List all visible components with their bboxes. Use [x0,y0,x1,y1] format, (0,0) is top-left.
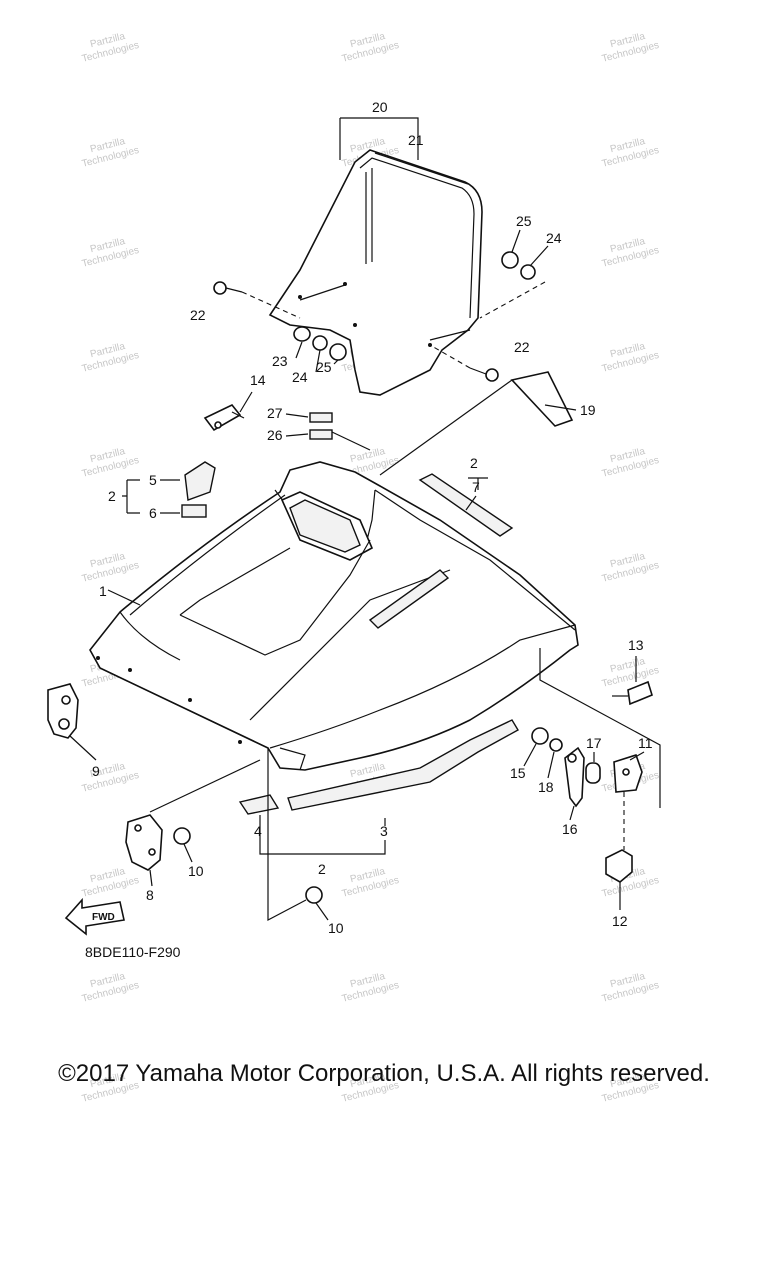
callout-24-left: 24 [292,369,308,385]
callout-6: 6 [149,505,157,521]
callout-21: 21 [408,132,424,148]
callout-8: 8 [146,887,154,903]
pad-5 [184,461,216,501]
pad-27 [309,412,333,423]
knob-12 [605,849,633,883]
callout-16: 16 [562,821,578,837]
grommet-10-top [173,827,191,845]
callout-12: 12 [612,913,628,929]
diagram-code: 8BDE110-F290 [85,944,181,960]
callout-14: 14 [250,372,266,388]
callout-9: 9 [92,763,100,779]
pad-6 [181,504,207,518]
callout-1: 1 [99,583,107,599]
callout-2-left: 2 [108,488,116,504]
callout-4: 4 [254,823,262,839]
callout-22-right: 22 [514,339,530,355]
callout-5: 5 [149,472,157,488]
bolt-22-right [429,344,499,382]
callout-10-top: 10 [188,863,204,879]
callout-10-bottom: 10 [328,920,344,936]
hood-1 [89,461,579,771]
hook-11 [613,754,643,793]
copyright-notice: ©2017 Yamaha Motor Corporation, U.S.A. A… [58,1060,710,1087]
bolt-22-left [213,281,301,319]
callout-25-right: 25 [516,213,532,229]
parts-diagram: 20 21 22 22 23 24 25 25 24 19 14 27 26 [47,99,661,936]
decal-19 [510,371,574,427]
callout-22-left: 22 [190,307,206,323]
callout-23: 23 [272,353,288,369]
strip-7 [418,473,514,537]
callout-17: 17 [586,735,602,751]
callout-20: 20 [372,99,388,115]
latch-9 [47,683,79,739]
callout-26: 26 [267,427,283,443]
callout-25-left: 25 [316,359,332,375]
callout-2-top: 2 [470,455,478,471]
callout-24-right: 24 [546,230,562,246]
nut-25-left [329,343,347,361]
pad-26 [309,429,333,440]
collar-17 [585,762,601,784]
callout-27: 27 [267,405,283,421]
callout-19: 19 [580,402,596,418]
nut-15 [531,727,549,745]
pad-4 [238,794,280,815]
seal-3 [287,719,519,811]
rubber-13 [627,680,653,706]
callout-15: 15 [510,765,526,781]
fwd-label: FWD [92,912,115,923]
nut-24-left [312,335,328,351]
washer-23 [293,326,311,342]
callout-2-bottom: 2 [318,861,326,877]
nut-24-right [520,264,536,280]
callout-11: 11 [638,735,653,751]
callout-3: 3 [380,823,388,839]
hinge-8 [125,814,163,871]
windshield [268,149,483,396]
washer-18 [549,738,563,752]
fwd-arrow-icon: FWD [64,897,125,936]
callout-7: 7 [472,479,480,495]
lever-16 [564,746,585,808]
nut-25-right [501,251,519,269]
callout-18: 18 [538,779,554,795]
grommet-10-bottom [305,886,323,904]
callout-13: 13 [628,637,644,653]
bracket-14 [203,404,245,432]
